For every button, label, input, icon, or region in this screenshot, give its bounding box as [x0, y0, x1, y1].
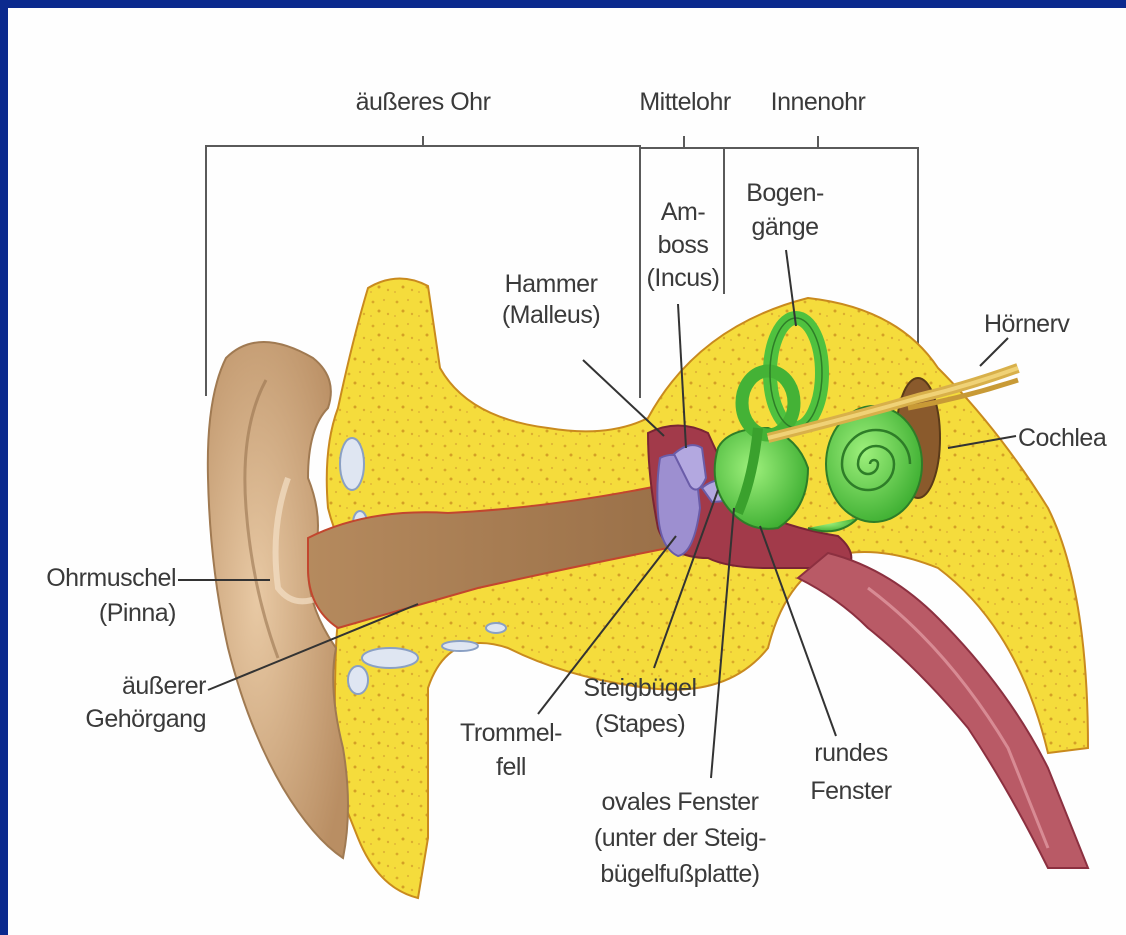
label-cochlea: Cochlea	[1018, 424, 1106, 453]
label-hammer: Hammer (Malleus)	[486, 270, 616, 330]
label-ovales-fenster-line2: (unter der Steig-	[580, 820, 780, 856]
section-middle-ear-label: Mittelohr	[620, 88, 750, 117]
label-amboss: Am- boss (Incus)	[638, 196, 728, 295]
label-rundes-fenster: rundes Fenster	[796, 734, 906, 810]
label-amboss-line3: (Incus)	[638, 262, 728, 295]
label-ohrmuschel-line1: Ohrmuschel	[8, 564, 176, 593]
label-hammer-line1: Hammer	[486, 270, 616, 299]
label-amboss-line1: Am-	[638, 196, 728, 229]
section-inner-ear-label: Innenohr	[758, 88, 878, 117]
section-outer-ear-label: äußeres Ohr	[328, 88, 518, 117]
label-bogengaenge-line1: Bogen-	[730, 176, 840, 210]
label-ohrmuschel-line2: (Pinna)	[8, 599, 176, 628]
label-gehoergang: äußerer Gehörgang	[8, 672, 206, 734]
label-amboss-line2: boss	[638, 229, 728, 262]
label-rundes-fenster-line1: rundes	[796, 734, 906, 772]
leader-hammer	[583, 360, 664, 436]
label-trommelfell-line1: Trommel-	[446, 716, 576, 750]
label-trommelfell: Trommel- fell	[446, 716, 576, 784]
label-bogengaenge: Bogen- gänge	[730, 176, 840, 244]
label-steigbuegel-line1: Steigbügel	[570, 670, 710, 706]
leader-hoernerv	[980, 338, 1008, 366]
label-ovales-fenster-line3: bügelfußplatte)	[580, 856, 780, 892]
label-ovales-fenster: ovales Fenster (unter der Steig- bügelfu…	[580, 784, 780, 892]
label-gehoergang-line2: Gehörgang	[8, 705, 206, 734]
label-rundes-fenster-line2: Fenster	[796, 772, 906, 810]
label-hammer-line2: (Malleus)	[486, 301, 616, 330]
label-steigbuegel-line2: (Stapes)	[570, 706, 710, 742]
label-trommelfell-line2: fell	[446, 750, 576, 784]
label-bogengaenge-line2: gänge	[730, 210, 840, 244]
label-hoernerv: Hörnerv	[984, 310, 1069, 339]
label-gehoergang-line1: äußerer	[8, 672, 206, 701]
label-ovales-fenster-line1: ovales Fenster	[580, 784, 780, 820]
label-steigbuegel: Steigbügel (Stapes)	[570, 670, 710, 742]
label-ohrmuschel: Ohrmuschel (Pinna)	[8, 564, 176, 628]
ear-anatomy-diagram	[8, 8, 1126, 935]
diagram-frame: äußeres Ohr Mittelohr Innenohr Ohrmusche…	[8, 8, 1126, 935]
